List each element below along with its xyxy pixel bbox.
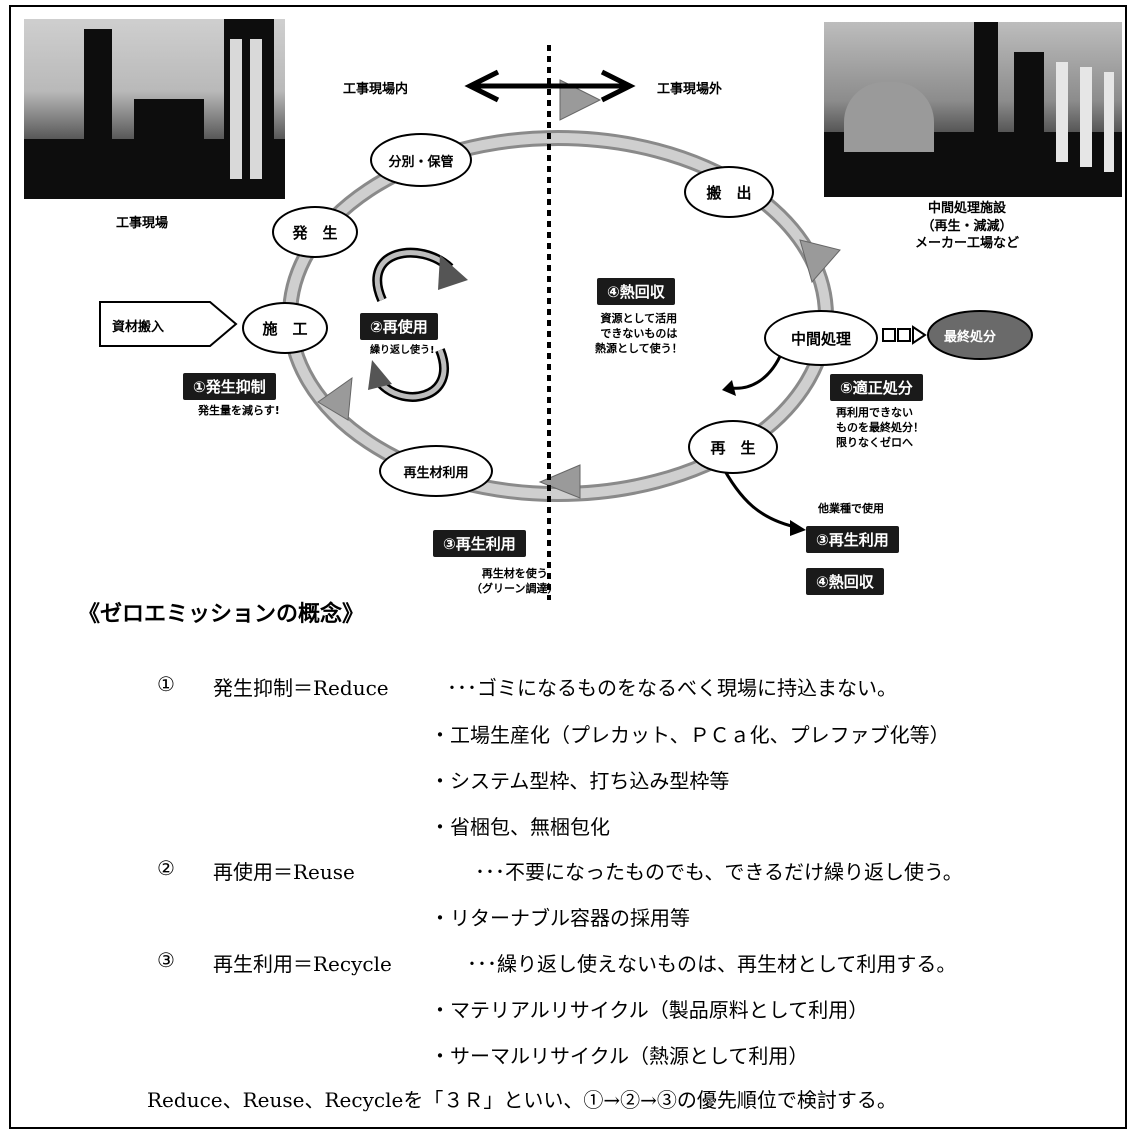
tag-reduce: ①発生抑制	[183, 373, 276, 400]
node-recycled-use: 再生材利用	[379, 445, 493, 497]
outside-site-label: 工事現場外	[657, 82, 723, 97]
item-1-number: ①	[157, 672, 175, 696]
note-recycle: 再生材を使う （グリーン調達）	[471, 567, 558, 597]
node-regeneration: 再 生	[688, 420, 778, 474]
final-disposal-label: 最終処分	[944, 330, 997, 345]
note-reduce: 発生量を減らす!	[198, 404, 280, 417]
construction-site-photo	[24, 19, 285, 199]
item-2-number: ②	[157, 856, 175, 880]
item-1-bullet-1: ・工場生産化（プレカット、ＰＣａ化、プレファブ化等）	[430, 723, 950, 747]
tag-recycle: ③再生利用	[433, 530, 526, 557]
note-disposal-line-2: ものを最終処分！	[836, 420, 924, 434]
conclusion-text: Reduce、Reuse、Recycleを「３Ｒ」といい、①→②→③の優先順位で…	[147, 1088, 897, 1112]
item-1-heading: 発生抑制＝Reduce	[213, 676, 389, 700]
inside-site-label: 工事現場内	[343, 82, 409, 97]
ring-arrow-top	[559, 79, 602, 121]
node-carry-out: 搬 出	[684, 166, 774, 218]
tag-other-heat: ④熱回収	[806, 568, 884, 595]
site-boundary-arrow	[464, 69, 636, 103]
item-3-heading: 再生利用＝Recycle	[213, 952, 392, 976]
note-heat: 資源として活用 できないものは 熱源として使う！	[595, 312, 683, 357]
note-heat-line-2: できないものは	[600, 326, 678, 340]
item-2-description: ･･･不要になったものでも、できるだけ繰り返し使う。	[475, 860, 963, 884]
note-recycle-line-2: （グリーン調達）	[471, 581, 559, 595]
processing-plant-photo	[824, 22, 1122, 197]
note-heat-line-1: 資源として活用	[600, 312, 678, 325]
item-2-heading: 再使用＝Reuse	[213, 860, 355, 884]
disposal-box-2	[897, 328, 911, 342]
plant-caption-line-1: 中間処理施設	[928, 201, 1007, 216]
concept-title: 《ゼロエミッションの概念》	[78, 602, 365, 627]
ring-arrow-left	[317, 376, 353, 421]
site-caption: 工事現場	[116, 216, 169, 231]
note-other-industry: 他業種で使用	[818, 502, 884, 515]
ring-arrow-bottom	[538, 464, 581, 499]
item-2-bullet-1: ・リターナブル容器の採用等	[430, 906, 690, 930]
item-1-bullet-3: ・省梱包、無梱包化	[430, 815, 610, 839]
note-heat-line-3: 熱源として使う！	[595, 341, 683, 355]
node-intermediate: 中間処理	[764, 310, 878, 366]
node-construction: 施 工	[242, 302, 328, 354]
node-generation: 発 生	[272, 206, 358, 258]
note-disposal-line-1: 再利用できない	[836, 406, 913, 419]
note-reuse: 繰り返し使う!	[370, 345, 435, 356]
plant-caption-line-2: （再生・減減）	[921, 218, 1013, 234]
tag-reuse: ②再使用	[360, 313, 438, 340]
tag-heat: ④熱回収	[597, 278, 675, 305]
plant-caption-line-3: メーカー工場など	[915, 236, 1020, 252]
item-3-bullet-2: ・サーマルリサイクル（熱源として利用）	[430, 1044, 809, 1068]
item-1-description: ･･･ゴミになるものをなるべく現場に持込まない。	[447, 676, 897, 700]
ring-arrow-right	[799, 239, 841, 284]
materials-in-arrow	[99, 301, 238, 347]
item-3-bullet-1: ・マテリアルリサイクル（製品原料として利用）	[430, 998, 869, 1022]
note-disposal-line-3: 限りなくゼロへ	[836, 435, 913, 449]
tag-disposal: ⑤適正処分	[830, 374, 923, 401]
materials-in-label: 資材搬入	[112, 320, 165, 335]
plant-caption: 中間処理施設 （再生・減減） メーカー工場など	[915, 200, 1019, 253]
heat-recovery-curve	[731, 351, 784, 390]
item-3-description: ･･･繰り返し使えないものは、再生材として利用する。	[467, 952, 957, 976]
item-3-number: ③	[157, 948, 175, 972]
disposal-pointer	[912, 325, 927, 345]
disposal-box-1	[882, 328, 896, 342]
note-disposal: 再利用できない ものを最終処分！ 限りなくゼロへ	[836, 406, 924, 451]
tag-other-recycle: ③再生利用	[806, 526, 899, 553]
note-recycle-line-1: 再生材を使う	[481, 567, 548, 580]
item-1-bullet-2: ・システム型枠、打ち込み型枠等	[430, 769, 730, 793]
final-disposal-node	[927, 310, 1033, 360]
node-sorting: 分別・保管	[370, 133, 472, 187]
